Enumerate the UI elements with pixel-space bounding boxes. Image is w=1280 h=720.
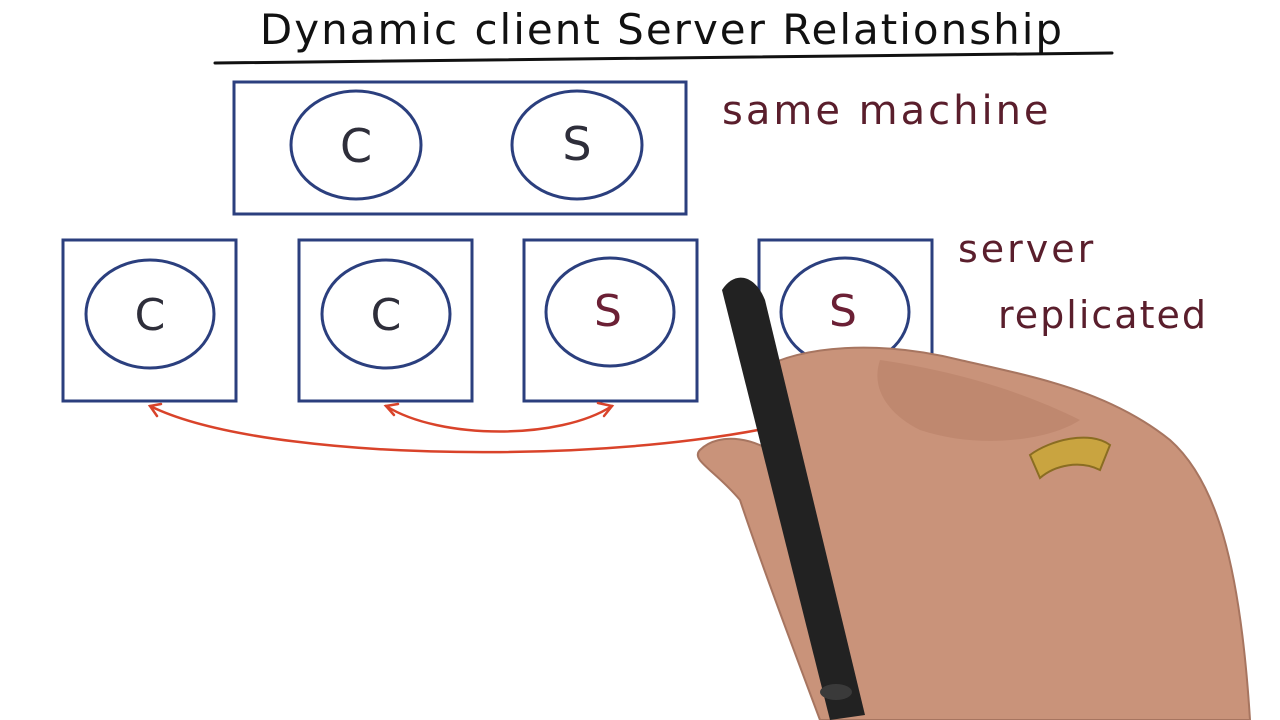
title-underline xyxy=(213,51,1114,65)
marker-pen-band xyxy=(820,684,852,700)
diagram-title: Dynamic client Server Relationship xyxy=(260,5,1064,54)
same-machine-label: same machine xyxy=(722,88,1052,134)
machine-3-server-circle xyxy=(544,256,676,368)
machine-1-box xyxy=(61,238,238,403)
top-client-letter: C xyxy=(340,119,372,173)
hand-knuckle-shading xyxy=(877,360,1080,441)
machine-2: C xyxy=(297,238,474,403)
machine-3: S xyxy=(522,238,699,403)
server-replicated-label-line2: replicated xyxy=(998,293,1208,337)
same-machine-box xyxy=(232,80,688,216)
machine-2-box xyxy=(297,238,474,403)
top-server-letter: S xyxy=(562,117,591,171)
machine-1-client-circle xyxy=(84,258,216,370)
machine-3-server-letter: S xyxy=(594,286,622,337)
machine-2-client-circle xyxy=(320,258,452,370)
marker-pen xyxy=(722,277,865,720)
connection-server3-arrowhead xyxy=(596,401,615,418)
presenter-hand xyxy=(696,277,1252,720)
ring xyxy=(1028,436,1112,480)
machine-1: C xyxy=(61,238,238,403)
connection-client1-arrowhead xyxy=(147,402,163,418)
machine-4-server-letter: S xyxy=(829,286,857,337)
connection-client2-arrowhead xyxy=(383,402,400,417)
server-replicated-label-line1: server xyxy=(958,227,1096,271)
same-machine-group: C S xyxy=(232,80,688,216)
top-client-circle xyxy=(289,89,423,201)
machine-2-client-letter: C xyxy=(371,290,402,341)
machine-3-box xyxy=(522,238,699,403)
connection-client2-server3 xyxy=(384,404,614,433)
machine-1-client-letter: C xyxy=(135,290,166,341)
top-server-circle xyxy=(510,89,644,201)
